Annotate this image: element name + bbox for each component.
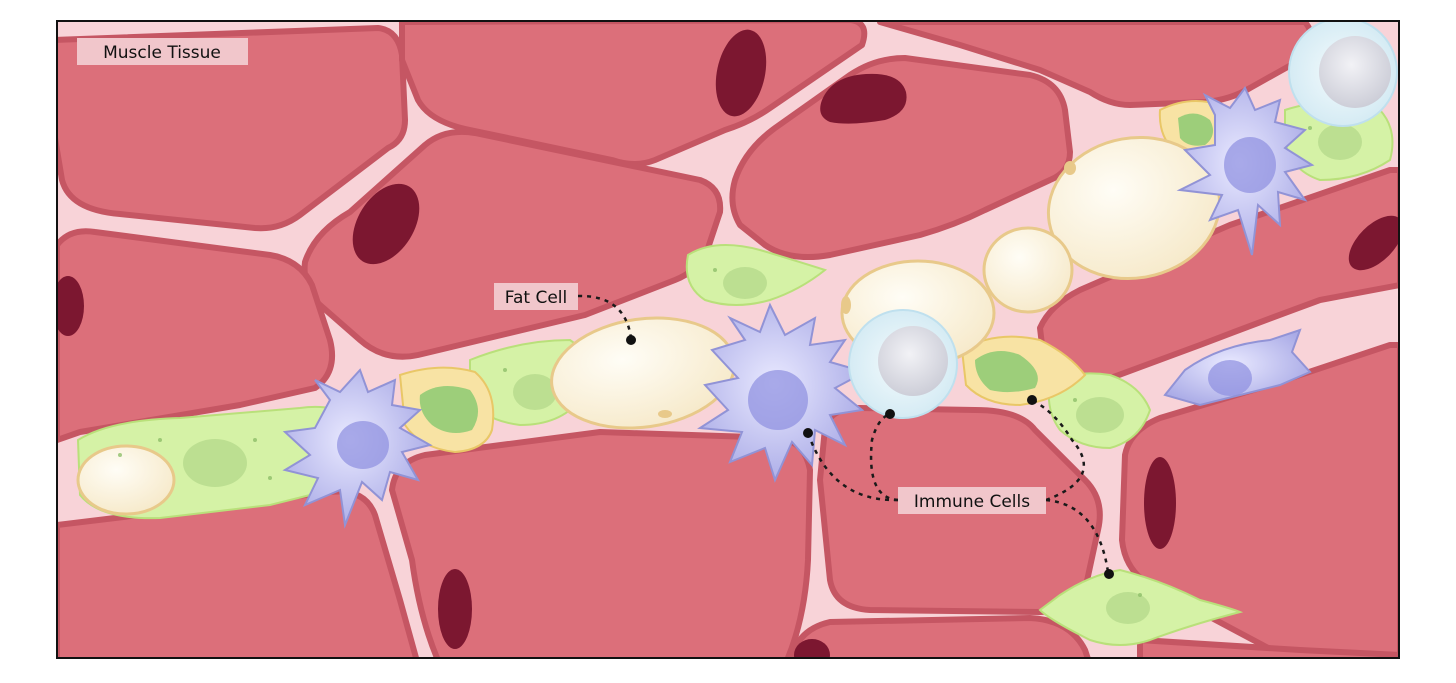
muscle-tissue-label: Muscle Tissue (77, 38, 248, 65)
muscle-nucleus (715, 29, 767, 117)
immune-cell-nucleus (337, 421, 389, 469)
fat-cell (982, 226, 1074, 314)
immune-cell-pointer-dot (1027, 395, 1037, 405)
muscle-fiber (389, 429, 813, 658)
stromal-nucleus (183, 439, 247, 487)
fat-cell-nucleus (1064, 161, 1076, 175)
muscle-nucleus (1348, 215, 1399, 271)
speckle (1073, 398, 1077, 402)
fat-cell-label-text: Fat Cell (505, 288, 567, 308)
immune-cell-nucleus (1224, 137, 1276, 193)
fat-cell (76, 444, 176, 516)
immune-cell-nucleus (1208, 360, 1252, 396)
speckle (158, 438, 162, 442)
stromal-nucleus (1106, 592, 1150, 624)
immune-cells-leader-line (1031, 398, 1085, 502)
muscle-nucleus (794, 639, 830, 658)
speckle (118, 453, 122, 457)
support-cell-nucleus (975, 351, 1038, 393)
support-cell-nucleus (1178, 113, 1214, 146)
speckle (713, 268, 717, 272)
muscle-tissue-label-text: Muscle Tissue (103, 43, 221, 63)
muscle-nucleus (820, 73, 907, 124)
immune-cells-label-text: Immune Cells (914, 492, 1030, 512)
immune-cell-lymphocyte-nucleus (878, 326, 948, 396)
immune-cell-pointer-dot (885, 409, 895, 419)
speckle (268, 476, 272, 480)
muscle-nucleus (57, 276, 84, 336)
speckle (503, 368, 507, 372)
immune-cell-pointer-dot (803, 428, 813, 438)
fat-cell-label: Fat Cell (494, 283, 578, 310)
muscle-nucleus (1144, 457, 1176, 549)
fat-cell-leader-line (577, 294, 633, 339)
immune-cells-leader-line (869, 412, 899, 502)
stromal-nucleus (1076, 397, 1124, 433)
speckle (1308, 126, 1312, 130)
muscle-fiber (57, 488, 420, 658)
immune-cells-label: Immune Cells (898, 487, 1046, 514)
figure-frame (56, 20, 1400, 659)
support-cell-nucleus (419, 386, 479, 434)
muscle-fiber (1137, 637, 1399, 658)
stromal-nucleus (1318, 124, 1362, 160)
speckle (1138, 593, 1142, 597)
stromal-nucleus (723, 267, 767, 299)
immune-cell-lymphocyte-nucleus (1319, 36, 1391, 108)
stromal-nucleus (513, 374, 557, 410)
immune-cells-leader-line (1045, 498, 1110, 573)
immune-cell-nucleus (748, 370, 808, 430)
immune-cell-pointer-dot (1104, 569, 1114, 579)
muscle-nucleus (438, 569, 472, 649)
muscle-fiber (57, 25, 408, 232)
muscle-nucleus (352, 183, 420, 265)
speckle (253, 438, 257, 442)
fat-cell-nucleus (658, 410, 672, 418)
fat-cell-nucleus (841, 296, 851, 314)
fat-cell-pointer-dot (626, 335, 636, 345)
muscle-fiber (788, 615, 1091, 658)
